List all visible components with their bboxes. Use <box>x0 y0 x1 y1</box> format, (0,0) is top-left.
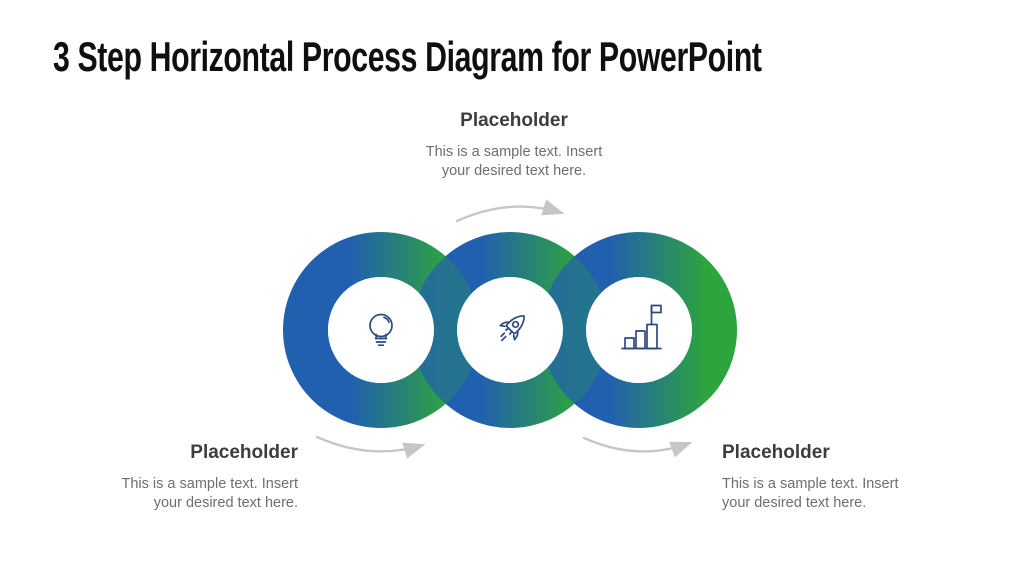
step-2-text-block[interactable]: Placeholder This is a sample text. Inser… <box>399 110 629 181</box>
step-1-body-line1: This is a sample text. Insert <box>121 476 298 492</box>
step-3-text-block[interactable]: Placeholder This is a sample text. Inser… <box>722 442 952 513</box>
step-1-text-block[interactable]: Placeholder This is a sample text. Inser… <box>68 442 298 513</box>
step-3-body-line2: your desired text here. <box>722 495 867 511</box>
rocket-icon[interactable] <box>494 309 531 346</box>
ring-3-hole <box>586 277 692 383</box>
lightbulb-icon[interactable] <box>369 313 393 347</box>
step-2-body-line2: your desired text here. <box>441 163 587 179</box>
step-3-body-line1: This is a sample text. Insert <box>722 476 899 492</box>
ring-1-hole <box>328 277 434 383</box>
step-3-heading: Placeholder <box>722 442 830 463</box>
step-1-body-line2: your desired text here. <box>153 495 298 511</box>
step-1-heading: Placeholder <box>190 442 298 463</box>
step-2-body: This is a sample text. Insert your desir… <box>399 143 629 181</box>
flow-arrow-bottom-left[interactable] <box>315 435 426 459</box>
flow-arrow-bottom-right[interactable] <box>582 436 693 458</box>
goal-flag-bar-chart-icon[interactable] <box>621 304 662 350</box>
slide-title[interactable]: 3 Step Horizontal Process Diagram for Po… <box>53 33 762 80</box>
flow-arrow-top[interactable] <box>455 199 565 223</box>
step-3-body: This is a sample text. Insert your desir… <box>722 475 952 513</box>
step-2-body-line1: This is a sample text. Insert <box>425 144 603 160</box>
step-2-heading: Placeholder <box>460 110 568 131</box>
step-1-body: This is a sample text. Insert your desir… <box>68 475 298 513</box>
